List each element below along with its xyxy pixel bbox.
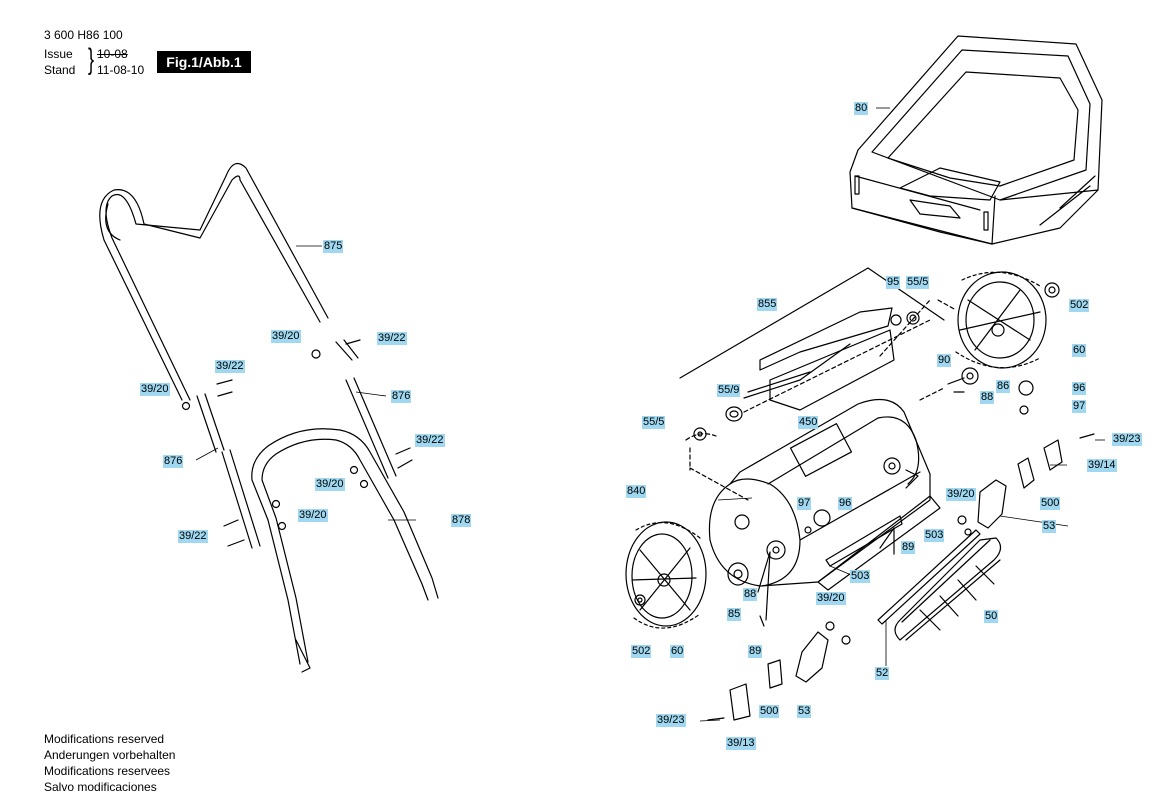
callout-39-22: 39/22 [178, 530, 208, 543]
callout-96: 96 [1072, 382, 1087, 395]
callout-855: 855 [757, 298, 778, 311]
stand-date: 11-08-10 [97, 63, 145, 77]
callout-96: 96 [838, 497, 853, 510]
tube-right [345, 377, 397, 479]
callout-39-20: 39/20 [298, 509, 328, 522]
callout-876: 876 [391, 390, 412, 403]
callout-500: 500 [1040, 497, 1061, 510]
callout-55-5: 55/5 [642, 416, 666, 429]
callout-86: 86 [996, 380, 1011, 393]
callout-60: 60 [1072, 344, 1087, 357]
callout-503: 503 [850, 570, 871, 583]
issue-date: 10-08 [97, 47, 128, 61]
callout-85: 85 [727, 608, 742, 621]
callout-39-22: 39/22 [377, 332, 407, 345]
callout-53: 53 [797, 705, 812, 718]
callout-52: 52 [875, 667, 890, 680]
roller-drawing [894, 537, 1002, 641]
callout-500: 500 [759, 705, 780, 718]
figure-badge: Fig.1/Abb.1 [157, 51, 251, 73]
reel-blade-drawing [679, 267, 945, 411]
callout-39-23: 39/23 [656, 714, 686, 727]
callout-95: 95 [886, 276, 901, 289]
shaft-drawing [877, 529, 981, 625]
footer-line: Salvo modificaciones [44, 780, 157, 794]
callout-89: 89 [748, 645, 763, 658]
callout-502: 502 [1069, 299, 1090, 312]
callout-39-13: 39/13 [726, 737, 756, 750]
callout-60: 60 [670, 645, 685, 658]
tube-left-lower [221, 449, 261, 549]
callout-89: 89 [901, 541, 916, 554]
callout-39-20: 39/20 [816, 592, 846, 605]
stand-label: Stand [44, 63, 76, 77]
callout-39-20: 39/20 [140, 383, 170, 396]
screw-drawing [216, 379, 233, 397]
issue-label: Issue [44, 47, 73, 61]
callout-876: 876 [163, 455, 184, 468]
callout-39-22: 39/22 [415, 434, 445, 447]
callout-55-5: 55/5 [906, 276, 930, 289]
callout-39-22: 39/22 [215, 360, 245, 373]
callout-88: 88 [743, 588, 758, 601]
callout-878: 878 [451, 514, 472, 527]
tube-right-small [335, 339, 359, 361]
callout-50: 50 [984, 610, 999, 623]
callout-450: 450 [798, 416, 819, 429]
callout-53: 53 [1042, 520, 1057, 533]
upper-handle-drawing [99, 162, 329, 401]
callout-80: 80 [854, 102, 869, 115]
lower-handle-drawing [251, 428, 439, 673]
callout-39-20: 39/20 [946, 488, 976, 501]
callout-39-23: 39/23 [1112, 433, 1142, 446]
footer-line: Modifications reserved [44, 732, 165, 746]
grass-box-drawing [849, 35, 1103, 245]
callout-55-9: 55/9 [717, 384, 741, 397]
callout-39-14: 39/14 [1087, 459, 1117, 472]
wheel-right-drawing [955, 271, 1047, 369]
callout-840: 840 [626, 485, 647, 498]
callout-875: 875 [323, 240, 344, 253]
footer-line: Anderungen vorbehalten [44, 748, 176, 762]
callout-503: 503 [924, 529, 945, 542]
callout-39-20: 39/20 [271, 330, 301, 343]
tube-left-upper [196, 393, 225, 453]
callout-90: 90 [937, 354, 952, 367]
callout-97: 97 [1072, 400, 1087, 413]
callout-97: 97 [797, 497, 812, 510]
callout-502: 502 [631, 645, 652, 658]
wheel-left-drawing [625, 521, 707, 629]
footer-line: Modifications reservees [44, 764, 171, 778]
callout-88: 88 [980, 391, 995, 404]
callout-39-20: 39/20 [315, 478, 345, 491]
mower-housing-drawing [708, 398, 941, 591]
part-number: 3 600 H86 100 [44, 28, 123, 42]
brace-icon: } [88, 43, 95, 76]
